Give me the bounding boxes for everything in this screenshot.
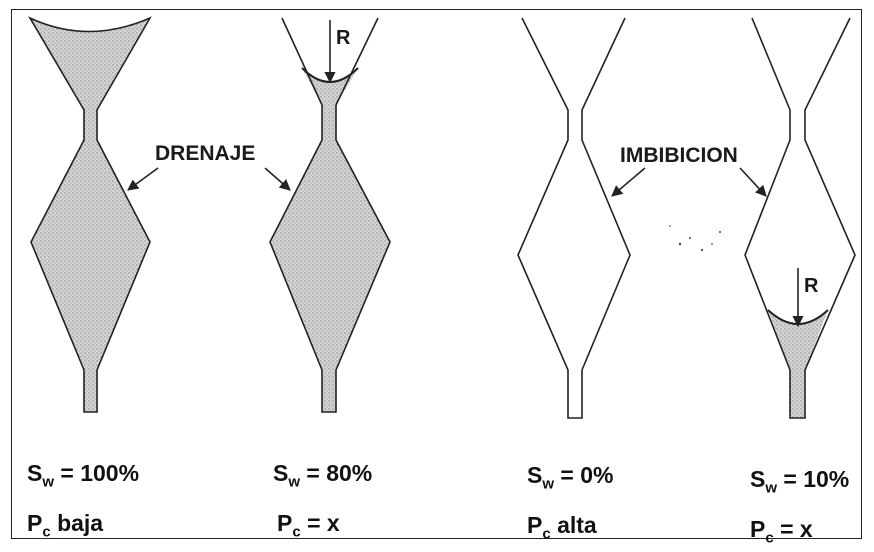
pore-4: R <box>745 18 855 418</box>
pore-2: R <box>270 18 390 412</box>
pore-2-sw: Sw = 80% <box>273 460 372 491</box>
pore-4-water <box>768 310 828 418</box>
pore-3 <box>518 18 630 418</box>
imbibition-arrow-right <box>740 168 766 196</box>
drainage-arrow-right <box>265 168 290 190</box>
pore-3-sw: Sw = 0% <box>527 462 613 493</box>
pore-4-pc: Pc = x <box>750 516 813 547</box>
scan-noise <box>669 225 721 251</box>
pore-2-pc: Pc = x <box>277 510 340 541</box>
pore-1-pc: Pc baja <box>27 510 103 541</box>
drainage-label: DRENAJE <box>155 142 255 165</box>
drainage-arrow-left <box>128 168 158 190</box>
pore-1-sw: Sw = 100% <box>27 460 139 491</box>
imbibition-label: IMBIBICION <box>620 144 738 167</box>
radius-label-right: R <box>804 275 819 297</box>
pore-1-water <box>30 18 150 412</box>
radius-label-left: R <box>336 27 351 49</box>
imbibition-arrow-left <box>612 168 645 196</box>
pore-3-pc: Pc alta <box>527 512 597 543</box>
pore-4-sw: Sw = 10% <box>750 466 849 497</box>
pore-1 <box>30 18 150 412</box>
pore-2-water <box>270 68 390 412</box>
pore-3-outline <box>518 18 630 418</box>
